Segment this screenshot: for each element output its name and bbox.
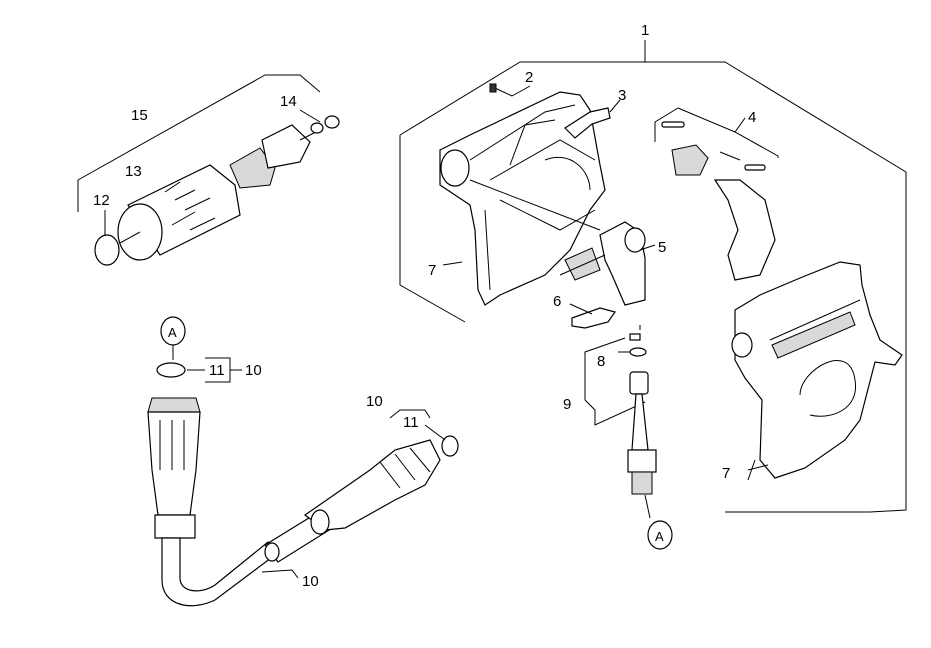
grip-tube xyxy=(264,439,441,563)
connector-a-hose xyxy=(160,316,186,360)
group-4-bracket xyxy=(654,107,779,281)
gun-housing-half xyxy=(439,91,606,306)
seals-part-14 xyxy=(299,109,340,134)
connector-a-lance xyxy=(647,520,673,550)
clip-part-3 xyxy=(564,99,621,139)
label-part-15: 15 xyxy=(131,107,148,124)
label-part-3: 3 xyxy=(618,87,626,104)
nozzle-jacket-13 xyxy=(117,164,241,261)
leader-10-bottom xyxy=(261,569,299,579)
elbow-part-5 xyxy=(559,221,656,306)
bent-tube xyxy=(161,537,276,607)
seal-ring-part-11-right xyxy=(389,409,459,457)
label-part-10-bottom: 10 xyxy=(302,573,319,590)
clip-part-6 xyxy=(569,303,616,329)
label-part-7-left: 7 xyxy=(428,262,436,279)
label-part-12: 12 xyxy=(93,192,110,209)
lance-fitting xyxy=(618,333,657,519)
gun-handle-shell xyxy=(731,261,903,479)
label-part-5: 5 xyxy=(658,239,666,256)
label-part-9: 9 xyxy=(563,396,571,413)
group-9-bracket xyxy=(584,325,646,426)
label-part-10-top: 10 xyxy=(245,362,262,379)
label-part-6: 6 xyxy=(553,293,561,310)
label-part-1: 1 xyxy=(641,22,649,39)
group-15-bracket xyxy=(77,74,321,212)
label-part-13: 13 xyxy=(125,163,142,180)
screw-part-2 xyxy=(489,83,531,97)
label-part-4: 4 xyxy=(748,109,756,126)
connector-label-a-hose: A xyxy=(168,325,177,340)
connector-label-a-lance: A xyxy=(655,529,664,544)
group-1-bracket xyxy=(399,40,907,513)
label-part-11-top: 11 xyxy=(209,362,225,379)
ring-part-12 xyxy=(94,210,141,266)
label-part-2: 2 xyxy=(525,69,533,86)
hose-fitting xyxy=(147,397,201,539)
label-part-7-right: 7 xyxy=(722,465,730,482)
nozzle-insert xyxy=(229,124,321,189)
leader-7 xyxy=(442,261,769,481)
callout-labels: 1 2 3 4 5 6 7 7 8 9 10 10 10 11 11 12 13… xyxy=(93,22,756,590)
label-part-8: 8 xyxy=(597,353,605,370)
label-part-11-right: 11 xyxy=(403,414,419,431)
label-part-14: 14 xyxy=(280,93,297,110)
label-part-10-right: 10 xyxy=(366,393,383,410)
seal-ring-part-11-top xyxy=(156,357,242,383)
